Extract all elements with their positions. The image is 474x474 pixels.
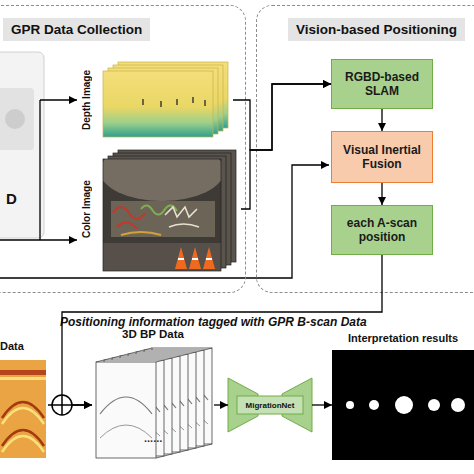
network-block: MigrationNet — [228, 376, 312, 434]
node-text: RGBD-based SLAM — [337, 70, 427, 99]
flow-arrow — [381, 109, 382, 131]
graffiti — [165, 207, 199, 227]
flow-arrow — [214, 404, 228, 405]
node-text: Depth Image — [81, 59, 97, 141]
volume-edge — [96, 348, 212, 458]
bottleneck-box — [237, 396, 303, 414]
node-text: Vision-based Positioning — [288, 18, 465, 41]
bscan-image: Data — [0, 340, 48, 458]
process-box: each A-scan position — [331, 205, 433, 255]
process-box: Visual Inertial Fusion — [331, 131, 433, 183]
node-text: 3D BP Data — [92, 328, 214, 340]
flow-arrow — [241, 84, 331, 209]
camera-lens — [5, 109, 25, 129]
bscan-band — [0, 370, 46, 375]
node-text: Visual Inertial Fusion — [337, 143, 427, 172]
cone-stripe — [206, 258, 212, 260]
ellipsis-mark: ...... — [144, 432, 162, 444]
flow-arrow — [62, 255, 382, 405]
hyperbola — [2, 408, 44, 424]
bscan-band — [0, 377, 46, 380]
wall — [111, 201, 215, 237]
node-text: Interpretation results — [332, 332, 474, 344]
process-box: RGBD-based SLAM — [331, 59, 433, 109]
edge-label: Positioning information tagged with GPR … — [60, 315, 367, 329]
node-art — [81, 143, 241, 275]
image-stack: Depth Image — [81, 59, 233, 141]
flow-arrow — [381, 183, 382, 205]
depth-mark — [176, 99, 177, 105]
depth-mark — [192, 97, 193, 103]
cone — [203, 247, 215, 269]
node-text: each A-scan position — [337, 216, 427, 245]
group-panel: Depth ImageColor Image GPR Data Collectio… — [0, 5, 246, 293]
bscan-bg — [0, 360, 46, 458]
result-bg — [332, 350, 474, 460]
group-panel: RGBD-based SLAM Visual Inertial Fusion eac… — [256, 5, 474, 293]
tunnel-ceiling — [103, 159, 221, 201]
node-text: Data — [0, 340, 48, 352]
cone — [175, 247, 187, 269]
node-art — [332, 332, 474, 460]
node-text: MigrationNet — [246, 401, 295, 410]
node-text: Color Image — [81, 143, 97, 275]
node-art — [0, 340, 48, 458]
photo-border — [103, 159, 221, 271]
image-stack: Color Image — [81, 143, 241, 275]
cone — [189, 247, 201, 269]
graffiti — [121, 232, 161, 235]
graffiti — [141, 205, 177, 214]
depth-mark — [160, 101, 161, 107]
camera-image — [0, 52, 44, 238]
node-art — [81, 59, 233, 141]
depth-mark — [142, 99, 143, 105]
graffiti — [113, 207, 145, 229]
floor — [103, 243, 221, 271]
target-dot — [346, 401, 354, 409]
cropped-label: D — [6, 190, 17, 207]
target-dot — [451, 398, 465, 412]
sum-cross — [52, 395, 72, 415]
camera-body — [0, 88, 34, 150]
cone-stripe — [192, 258, 198, 260]
target-dot — [395, 396, 413, 414]
flow-arrow — [48, 404, 92, 405]
result-image: Interpretation results — [332, 332, 474, 460]
feed-arrow — [0, 239, 77, 240]
target-dot — [369, 400, 379, 410]
feed-arrow — [40, 99, 77, 100]
sum-symbol — [52, 395, 72, 415]
node-text: GPR Data Collection — [3, 18, 150, 41]
depth-mark — [204, 100, 205, 106]
flow-arrow — [312, 404, 332, 405]
cone-stripe — [178, 258, 184, 260]
feed-line — [39, 100, 40, 240]
hyperbola — [2, 436, 44, 452]
depth-frame — [103, 71, 213, 137]
flow-arrow — [233, 84, 331, 150]
target-dot — [428, 399, 440, 411]
photo — [103, 159, 221, 271]
frame-hyperbola — [100, 397, 152, 414]
